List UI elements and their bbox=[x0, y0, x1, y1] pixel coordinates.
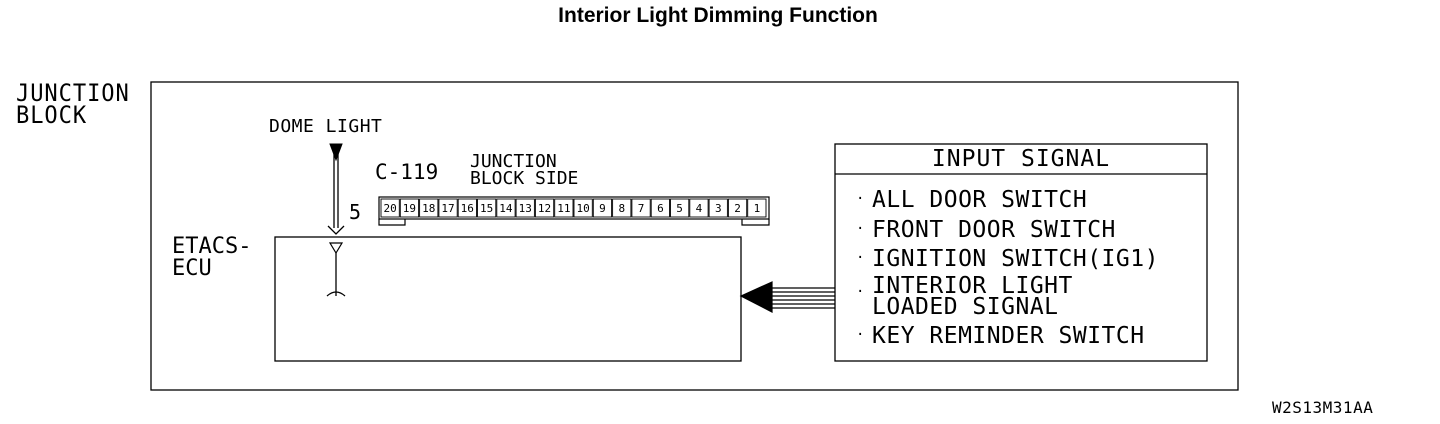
connector-pin-cell bbox=[650, 198, 670, 218]
input-signal-heading: INPUT SIGNAL bbox=[931, 146, 1111, 172]
connector-pin-number: 18 bbox=[422, 202, 435, 215]
input-signal-arrow bbox=[739, 281, 835, 313]
connector-pin-cell bbox=[727, 198, 748, 218]
figure-code: W2S13M31AA bbox=[1272, 398, 1374, 417]
connector-pin-number: 9 bbox=[599, 202, 606, 215]
input-signal-box bbox=[834, 143, 1208, 362]
connector-pin-cell bbox=[573, 198, 593, 218]
connector-pin-number: 4 bbox=[696, 202, 703, 215]
connector-pin-number: 15 bbox=[480, 202, 493, 215]
etacs-ecu-label: ETACS- ECU bbox=[172, 234, 252, 281]
connector-pin-cell bbox=[631, 198, 651, 218]
connector-pin-cell bbox=[399, 198, 420, 218]
connector-pin-cell bbox=[419, 198, 439, 218]
connector-pin-number: 14 bbox=[499, 202, 513, 215]
connector-pin-number: 13 bbox=[519, 202, 532, 215]
connector-pin-number: 17 bbox=[441, 202, 454, 215]
dome-light-wire bbox=[326, 143, 346, 297]
pin-number-label: 5 bbox=[349, 200, 362, 224]
junction-block-label: JUNCTION BLOCK bbox=[16, 79, 130, 129]
junction-block-frame bbox=[150, 81, 1239, 391]
diagram-title: Interior Light Dimming Function bbox=[558, 4, 878, 27]
junction-block-side-label: JUNCTION BLOCK SIDE bbox=[470, 151, 579, 189]
connector-pin-cell bbox=[457, 198, 477, 218]
connector-pin-number: 3 bbox=[715, 202, 722, 215]
connector-pin-number: 5 bbox=[676, 202, 683, 215]
connector-pin-number: 2 bbox=[734, 202, 741, 215]
signal-item: ·KEY REMINDER SWITCH bbox=[856, 322, 1145, 349]
connector-pin-cell bbox=[612, 198, 632, 218]
connector-id-label: C-119 bbox=[375, 160, 439, 184]
connector-pin-cell bbox=[534, 198, 555, 218]
connector-pin-cell bbox=[515, 198, 535, 218]
connector-pin-number: 1 bbox=[754, 202, 761, 215]
connector-pin-cell bbox=[670, 198, 690, 218]
connector-pin-number: 20 bbox=[383, 202, 396, 215]
connector-pin-cell bbox=[689, 198, 709, 218]
connector-pin-cell bbox=[747, 198, 767, 218]
connector-pin-number: 12 bbox=[538, 202, 551, 215]
connector-pin-cell bbox=[477, 198, 497, 218]
signal-item: ·ALL DOOR SWITCH bbox=[856, 187, 1088, 213]
connector-pin-cell bbox=[592, 198, 613, 218]
connector-pin-number: 6 bbox=[657, 202, 664, 215]
connector-pin-cell bbox=[380, 198, 400, 218]
connector-pin-cell bbox=[708, 198, 728, 218]
connector-pin-number: 16 bbox=[461, 202, 474, 215]
connector-pin-cell bbox=[438, 198, 458, 218]
signal-item: ·IGNITION SWITCH(IG1) bbox=[856, 246, 1159, 272]
etacs-ecu-box bbox=[274, 236, 742, 362]
connector-pin-number: 19 bbox=[403, 202, 416, 215]
connector-pin-cell bbox=[496, 198, 516, 218]
input-signal-list: ·ALL DOOR SWITCH ·FRONT DOOR SWITCH ·IGN… bbox=[856, 185, 1159, 350]
signal-item: ·FRONT DOOR SWITCH bbox=[856, 216, 1116, 243]
dome-light-label: DOME LIGHT bbox=[269, 116, 383, 137]
connector-pin-number: 8 bbox=[618, 202, 625, 215]
connector-pin-cell bbox=[554, 198, 574, 218]
signal-item: ·INTERIOR LIGHT LOADED SIGNAL bbox=[856, 272, 1073, 320]
connector-pin-number: 7 bbox=[638, 202, 645, 215]
connector-pin-number: 10 bbox=[576, 202, 589, 215]
connector-pin-number: 11 bbox=[557, 202, 570, 215]
